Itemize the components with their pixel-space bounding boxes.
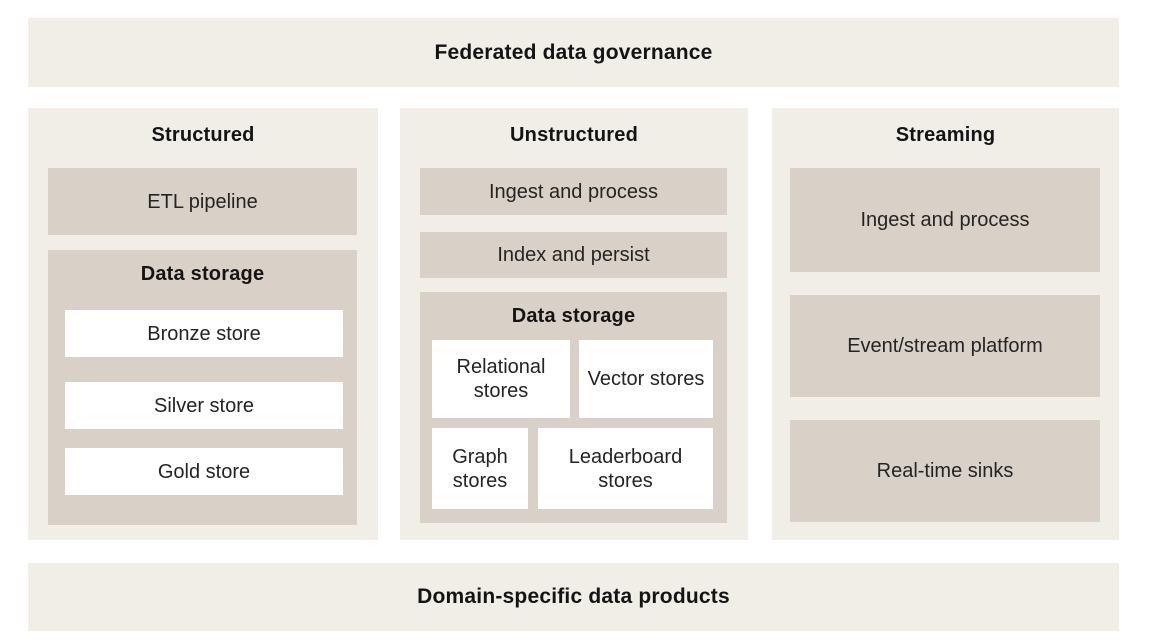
structured-data-storage-container: Data storage Bronze store Silver store G…	[48, 250, 357, 525]
structured-title: Structured	[151, 124, 255, 146]
streaming-ingest-box: Ingest and process	[790, 168, 1100, 272]
silver-store-label: Silver store	[153, 394, 255, 417]
gold-store-label: Gold store	[157, 460, 251, 483]
etl-pipeline-box: ETL pipeline	[48, 168, 357, 235]
streaming-title: Streaming	[895, 124, 996, 146]
federated-governance-banner: Federated data governance	[28, 18, 1119, 87]
event-stream-platform-label: Event/stream platform	[847, 335, 1043, 357]
unstructured-ingest-label: Ingest and process	[489, 180, 658, 203]
bronze-store-label: Bronze store	[147, 322, 261, 345]
unstructured-data-storage-title: Data storage	[511, 305, 636, 327]
column-structured: Structured ETL pipeline Data storage Bro…	[28, 108, 378, 540]
unstructured-ingest-box: Ingest and process	[420, 168, 727, 215]
streaming-ingest-label: Ingest and process	[860, 209, 1030, 231]
leaderboard-stores-label: Leaderboard stores	[568, 445, 683, 492]
event-stream-platform-box: Event/stream platform	[790, 295, 1100, 397]
column-unstructured: Unstructured Ingest and process Index an…	[400, 108, 748, 540]
structured-data-storage-title: Data storage	[140, 263, 265, 285]
gold-store-box: Gold store	[65, 448, 343, 495]
index-persist-label: Index and persist	[497, 244, 650, 266]
unstructured-data-storage-container: Data storage Relational stores Vector st…	[420, 292, 727, 523]
real-time-sinks-label: Real-time sinks	[876, 460, 1014, 482]
column-streaming: Streaming Ingest and process Event/strea…	[772, 108, 1119, 540]
graph-stores-label: Graph stores	[452, 445, 508, 492]
relational-stores-box: Relational stores	[432, 340, 570, 418]
leaderboard-stores-box: Leaderboard stores	[538, 428, 713, 509]
bronze-store-box: Bronze store	[65, 310, 343, 357]
etl-pipeline-label: ETL pipeline	[147, 190, 258, 213]
real-time-sinks-box: Real-time sinks	[790, 420, 1100, 522]
relational-stores-label: Relational stores	[456, 356, 546, 402]
federated-governance-label: Federated data governance	[434, 40, 713, 64]
unstructured-title: Unstructured	[510, 124, 638, 146]
vector-stores-box: Vector stores	[579, 340, 713, 418]
domain-products-banner: Domain-specific data products	[28, 563, 1119, 631]
domain-products-label: Domain-specific data products	[417, 585, 730, 608]
silver-store-box: Silver store	[65, 382, 343, 429]
graph-stores-box: Graph stores	[432, 428, 528, 509]
index-persist-box: Index and persist	[420, 232, 727, 278]
vector-stores-label: Vector stores	[587, 368, 705, 390]
